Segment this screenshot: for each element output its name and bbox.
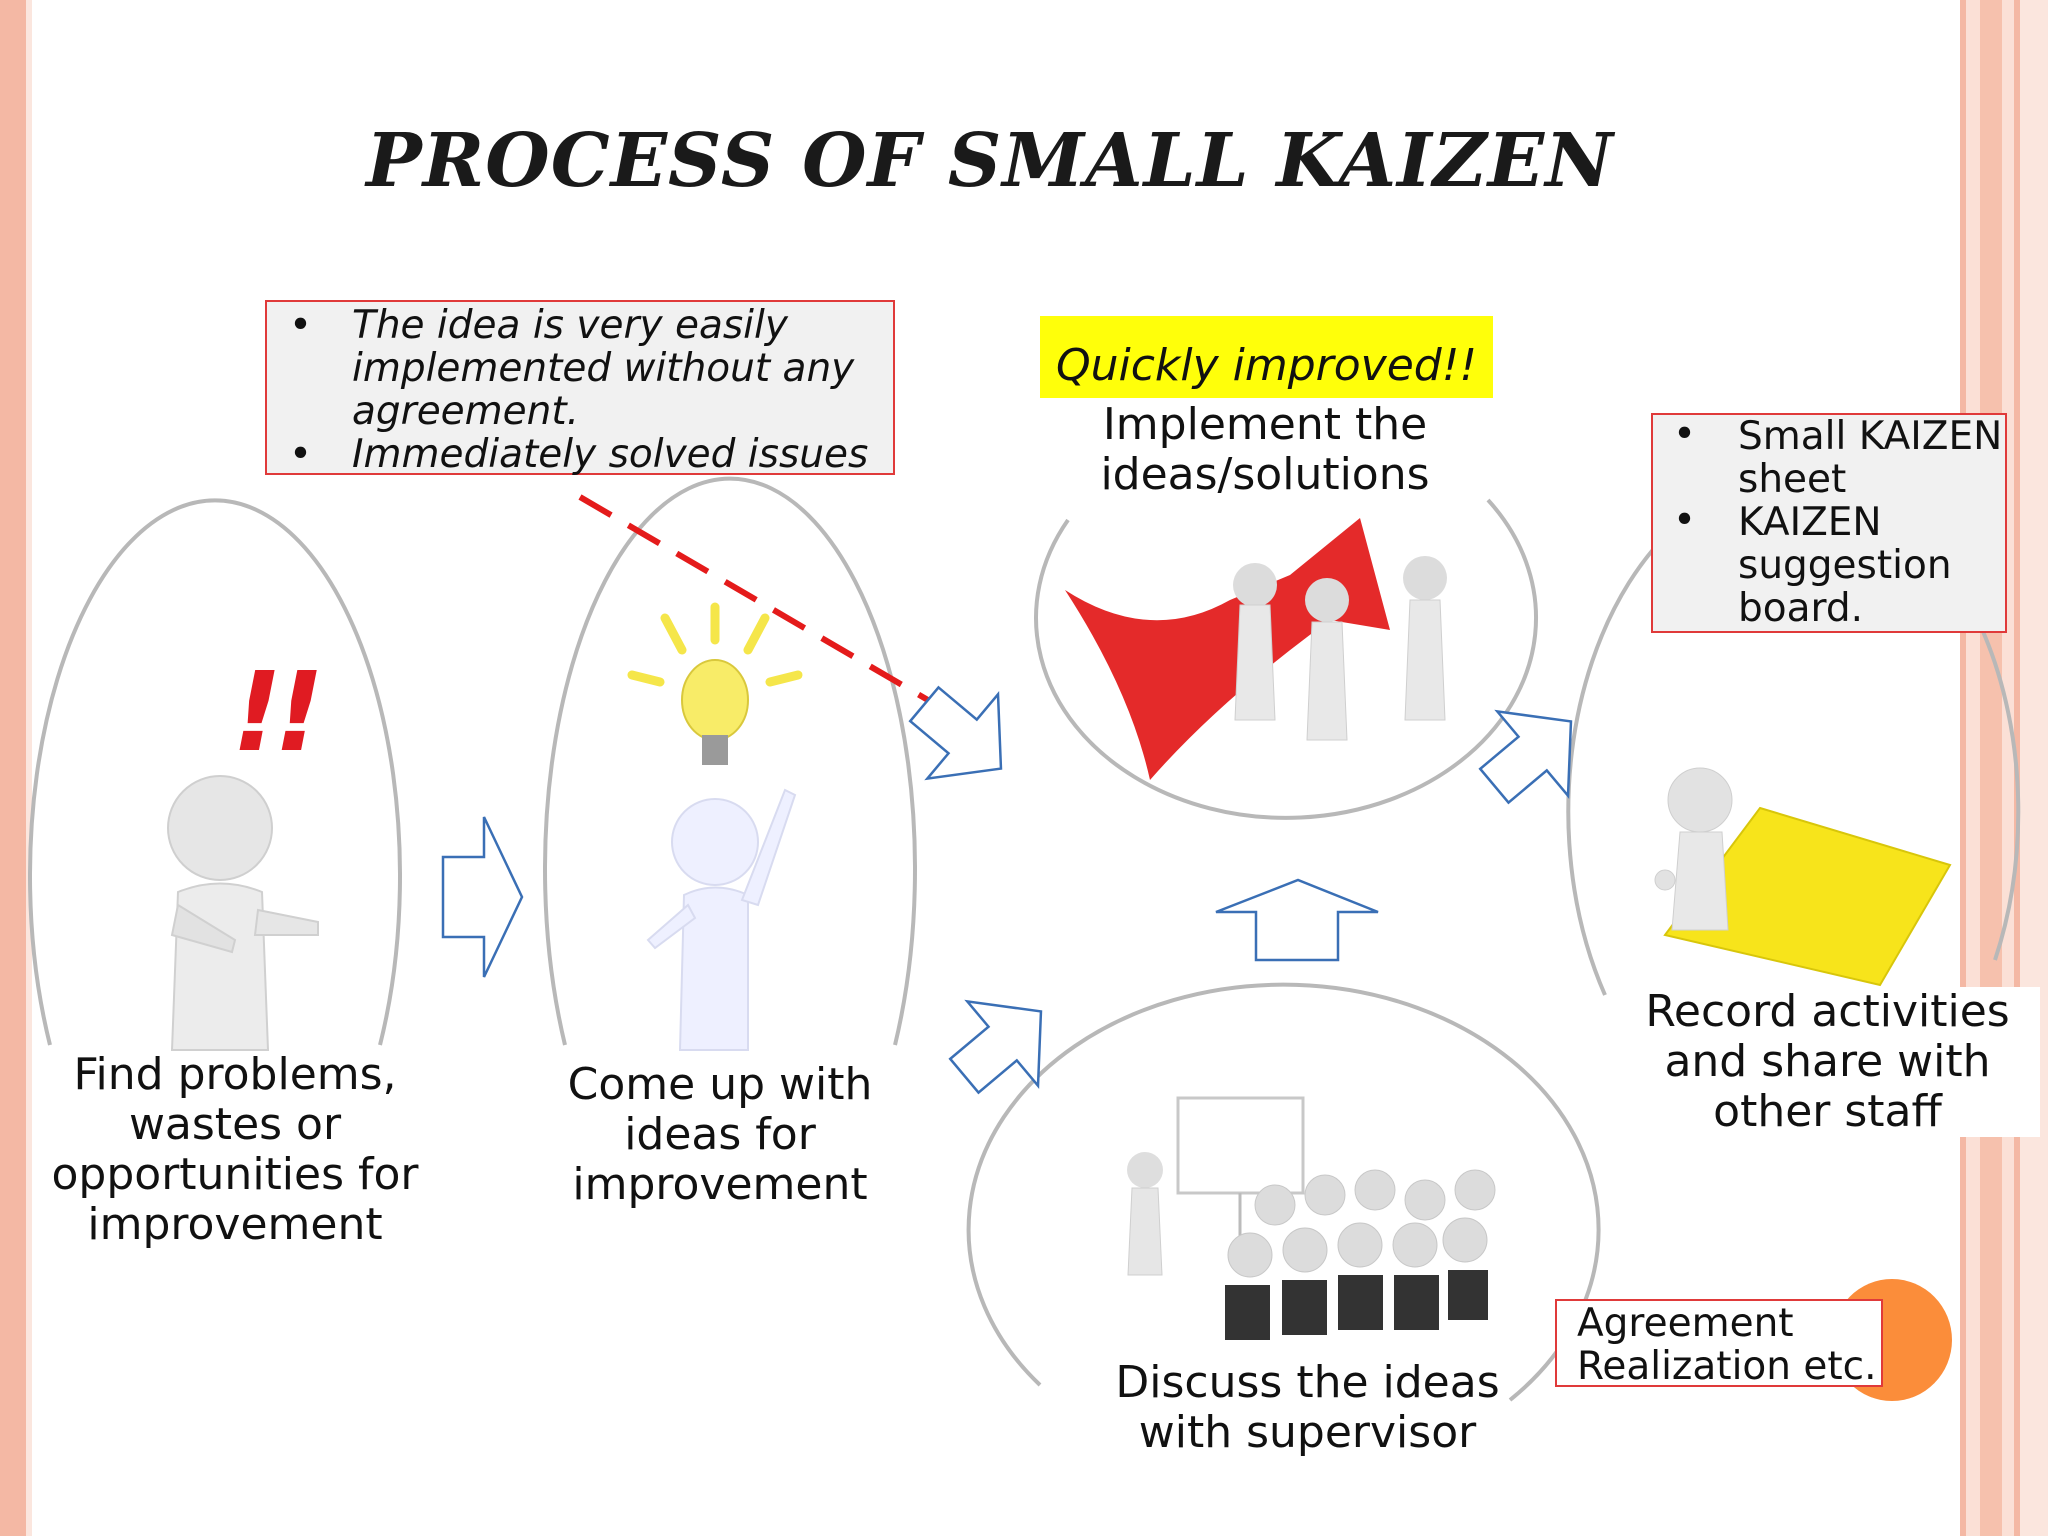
meeting-presentation-icon xyxy=(1127,1096,1496,1340)
arrow-step2-to-discuss xyxy=(948,999,1043,1095)
arrow-step1-to-step2 xyxy=(441,816,524,978)
callout-record-tools: • Small KAIZEN sheet • KAIZEN suggestion… xyxy=(1651,413,2007,633)
step-3-circle xyxy=(1034,498,1539,820)
step-5-label: Record activities and share with other s… xyxy=(1615,987,2040,1137)
step-4-label: Discuss the ideas with supervisor xyxy=(1110,1358,1505,1458)
right-border-stripe-light-2 xyxy=(2002,0,2014,1536)
right-border-stripe-mid xyxy=(1980,0,2002,1536)
left-border-stripe-inner xyxy=(26,0,32,1536)
right-border-stripe-thin xyxy=(1960,0,1966,1536)
arrow-implement-to-record xyxy=(1478,709,1573,805)
step-1-circle xyxy=(28,498,402,1046)
lightbulb-figure-icon xyxy=(627,602,803,1051)
arrow-step2-to-implement xyxy=(908,685,1003,781)
bullet-icon: • xyxy=(1673,412,1697,457)
bullet-icon: • xyxy=(289,432,313,477)
page-title: PROCESS OF SMALL KAIZEN xyxy=(366,118,1614,204)
quickly-improved-highlight xyxy=(1040,316,1493,398)
exclamation-marks: !! xyxy=(232,648,324,776)
step-4-circle xyxy=(966,982,1601,1402)
dashed-connector-line xyxy=(578,494,947,713)
right-border-stripe-light xyxy=(1966,0,1980,1536)
callout-agreement: Agreement Realization etc. xyxy=(1555,1299,1883,1388)
right-border-stripe-outer xyxy=(2020,0,2048,1536)
arrow-up-discuss-to-implement xyxy=(1215,878,1379,962)
left-border-stripe xyxy=(0,0,26,1536)
step-2-circle xyxy=(543,476,917,1046)
callout-easy-implementation: • The idea is very easily implemented wi… xyxy=(265,300,895,477)
bullet-icon: • xyxy=(1673,498,1697,543)
step-2-label: Come up with ideas for improvement xyxy=(567,1059,873,1210)
pointing-figure-icon xyxy=(167,775,319,1051)
callout-record-item-2: • KAIZEN suggestion board. xyxy=(1673,498,1952,631)
bullet-icon: • xyxy=(289,303,313,348)
figures-lifting-arrow-icon xyxy=(1065,518,1447,780)
quickly-improved-text: Quickly improved!! xyxy=(1055,340,1477,391)
step-3-label: Implement the ideas/solutions xyxy=(1045,400,1485,500)
figure-with-sheet-icon xyxy=(1654,767,1952,987)
step-1-label: Find problems, wastes or opportunities f… xyxy=(51,1049,419,1250)
callout-easy-item-1: • The idea is very easily implemented wi… xyxy=(289,303,855,434)
callout-easy-item-2: • Immediately solved issues xyxy=(289,432,869,477)
callout-record-item-1: • Small KAIZEN sheet xyxy=(1673,412,2003,502)
